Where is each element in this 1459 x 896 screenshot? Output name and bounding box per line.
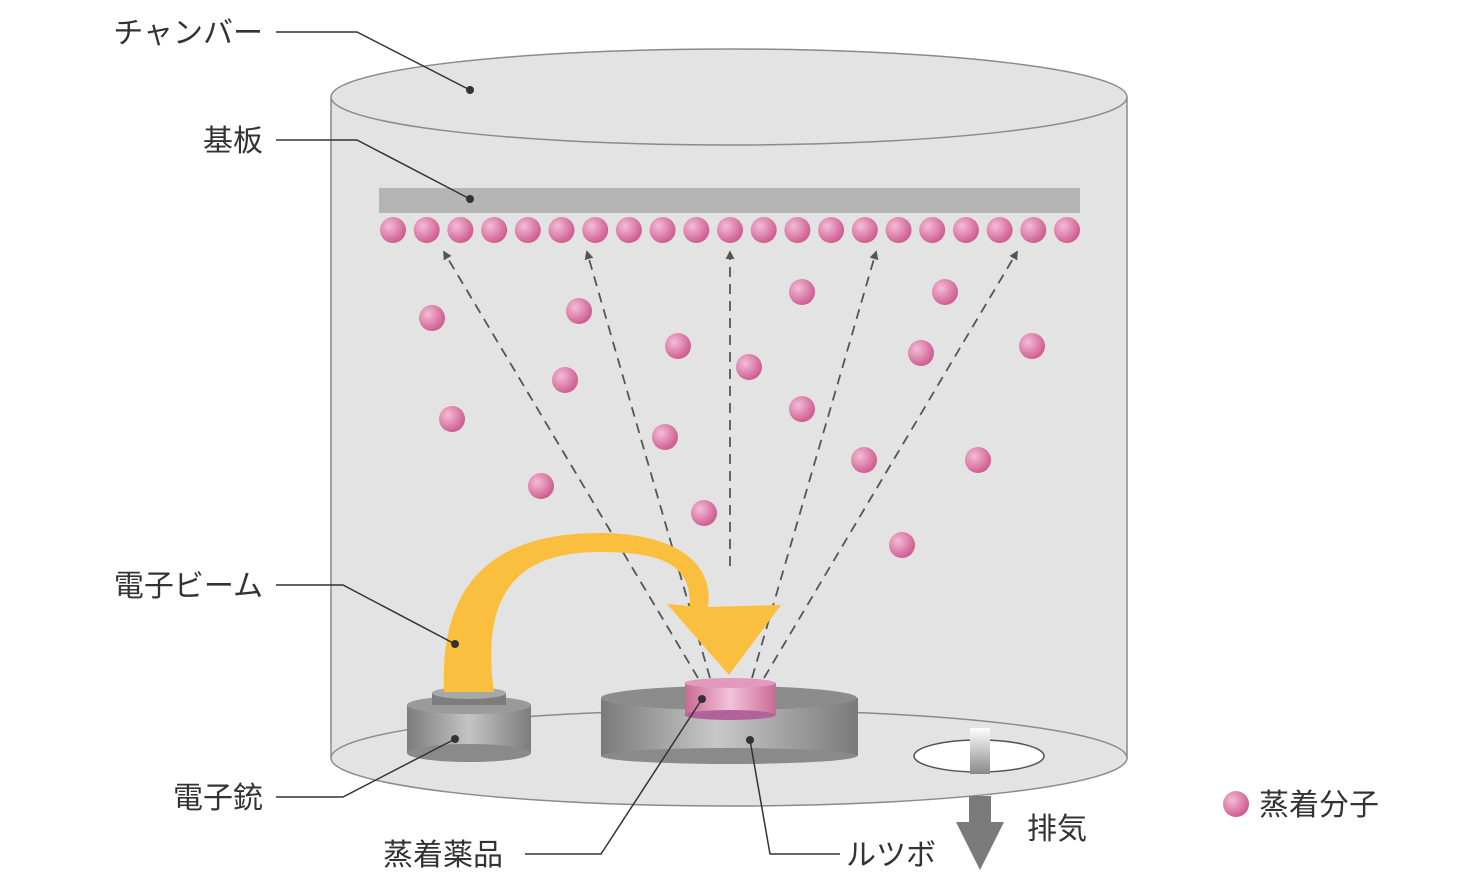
electron-gun-base-bottom [407, 744, 531, 762]
label-evaporation-material: 蒸着薬品 [383, 838, 503, 873]
flying-molecule [851, 447, 877, 473]
deposited-molecule [1054, 217, 1080, 243]
label-crucible: ルツボ [846, 838, 936, 873]
deposited-molecule [919, 217, 946, 243]
electron-beam-arc [443, 533, 781, 692]
exhaust [913, 728, 1045, 870]
leader-dots [451, 86, 754, 744]
deposited-molecule [750, 217, 777, 243]
flying-molecule [1019, 333, 1045, 359]
leader-substrate [276, 139, 471, 200]
chamber-body [330, 97, 1128, 807]
electron-beam [443, 533, 781, 692]
leader-evaporation-material [525, 698, 703, 855]
leader-dot-substrate [466, 195, 474, 203]
leader-dot-chamber [466, 86, 474, 94]
molecule-dot-icon [1223, 791, 1249, 817]
flying-molecules [419, 279, 1045, 558]
leader-crucible [749, 739, 840, 855]
legend: 蒸着分子 [1223, 788, 1379, 823]
flying-molecule [566, 298, 592, 324]
deposited-molecule [514, 217, 541, 243]
flying-molecule [419, 305, 445, 331]
legend-label: 蒸着分子 [1259, 788, 1379, 823]
label-chamber: チャンバー [113, 16, 263, 51]
electron-gun [407, 687, 531, 762]
trajectory-arrow [763, 250, 1018, 679]
deposited-molecule [380, 217, 406, 243]
flying-molecule [789, 396, 815, 422]
flying-molecule [789, 279, 815, 305]
deposited-molecule [717, 217, 743, 243]
label-electron-gun: 電子銃 [173, 781, 263, 816]
flying-molecule [889, 532, 915, 558]
flying-molecule [908, 340, 934, 366]
deposited-molecule [615, 217, 642, 243]
deposited-molecule [649, 217, 676, 243]
leader-electron-gun [276, 738, 456, 798]
exhaust-flow [970, 728, 990, 774]
deposited-molecule [548, 217, 575, 243]
flying-molecule [691, 500, 717, 526]
trajectory-arrow [443, 250, 699, 679]
chamber [330, 48, 1128, 807]
substrate [379, 188, 1080, 213]
deposited-molecule [447, 217, 474, 243]
deposited-molecule [413, 217, 440, 243]
leader-dot-electron-beam [451, 640, 459, 648]
deposited-molecule [582, 217, 609, 243]
deposited-molecule [1020, 217, 1047, 243]
leader-dot-electron-gun [451, 735, 459, 743]
material-bottom [684, 710, 776, 720]
deposited-molecule [885, 217, 912, 243]
label-electron-beam: 電子ビーム [114, 569, 263, 604]
leader-dot-evaporation-material [698, 695, 706, 703]
deposited-molecule [784, 217, 811, 243]
leader-chamber [276, 31, 471, 91]
label-substrate: 基板 [203, 124, 263, 159]
leader-dot-crucible [746, 736, 754, 744]
flying-molecule [652, 424, 678, 450]
deposited-molecule [952, 217, 979, 243]
deposited-molecule [986, 217, 1013, 243]
flying-molecule [528, 473, 554, 499]
deposited-molecule [683, 217, 710, 243]
flying-molecule [736, 354, 762, 380]
crucible-bottom [601, 748, 857, 764]
leader-electron-beam [276, 584, 456, 645]
flying-molecule [439, 406, 465, 432]
down-arrow-icon [956, 796, 1004, 870]
flying-molecule [965, 447, 991, 473]
deposited-molecule [818, 217, 845, 243]
flying-molecule [552, 367, 578, 393]
leader-lines [276, 31, 840, 855]
label-exhaust: 排気 [1027, 812, 1087, 847]
flying-molecule [932, 279, 958, 305]
chamber-top [330, 48, 1128, 146]
deposited-molecule [851, 217, 878, 243]
flying-molecule [665, 333, 691, 359]
material-top [684, 678, 776, 688]
deposited-molecule [481, 217, 508, 243]
deposited-molecules [380, 217, 1080, 243]
